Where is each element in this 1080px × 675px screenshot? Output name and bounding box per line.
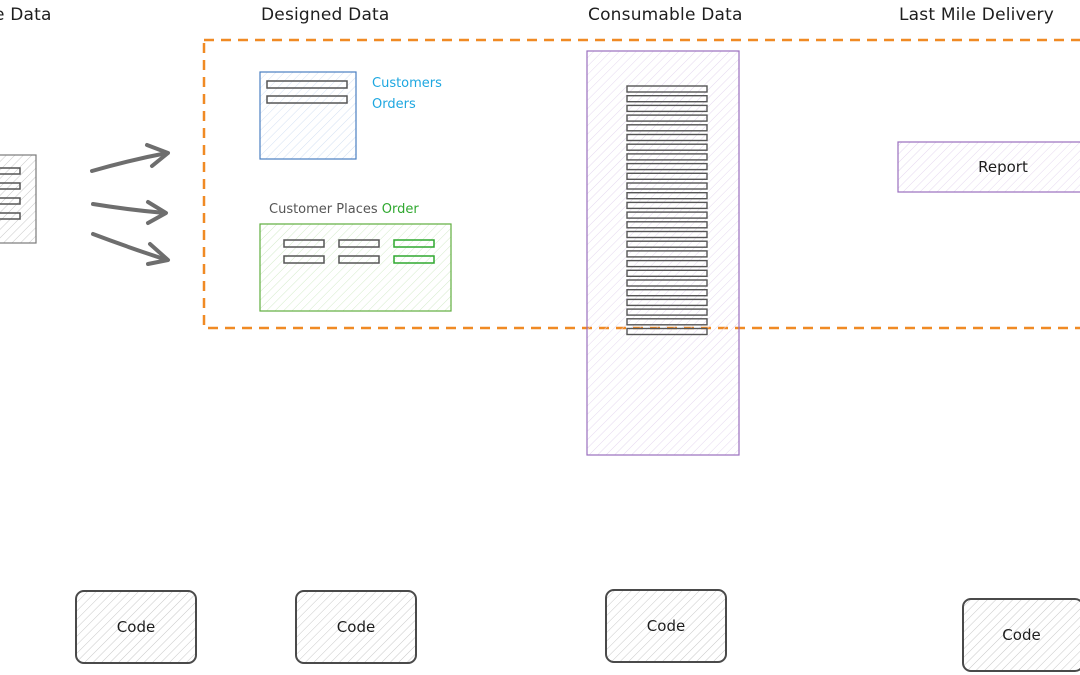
- entity-table: [259, 71, 357, 160]
- consumable-table-rows: [626, 85, 708, 336]
- consumable-column-row: [626, 298, 708, 307]
- source-table: [0, 154, 37, 244]
- consumable-column-row: [626, 327, 708, 336]
- consumable-column-row: [626, 289, 708, 297]
- consumable-column-row: [626, 221, 708, 229]
- header-consumable-data: Consumable Data: [588, 5, 743, 25]
- relation-highlight: Order: [381, 202, 419, 217]
- report-box: [897, 141, 1080, 193]
- arrow-top: [90, 143, 170, 173]
- consumable-column-row: [626, 94, 708, 103]
- consumable-table: [586, 50, 740, 456]
- consumable-column-row: [626, 259, 708, 268]
- code-button-designed[interactable]: Code: [336, 618, 376, 636]
- consumable-column-row: [626, 104, 708, 113]
- entity-label-customers: Customers: [372, 76, 442, 91]
- consumable-column-row: [626, 201, 708, 210]
- consumable-column-row: [626, 230, 708, 239]
- consumable-column-row: [626, 143, 708, 151]
- relation-table: [259, 223, 452, 312]
- consumable-column-row: [626, 85, 708, 93]
- consumable-column-row: [626, 162, 708, 171]
- header-designed-data: Designed Data: [261, 5, 390, 25]
- arrow-bottom: [91, 232, 170, 266]
- consumable-column-row: [626, 279, 708, 287]
- consumable-column-row: [626, 308, 708, 316]
- consumable-column-row: [626, 318, 708, 326]
- header-source-data: e Data: [0, 5, 52, 25]
- header-last-mile-delivery: Last Mile Delivery: [899, 5, 1054, 25]
- relation-caption: Customer Places Order: [269, 202, 419, 217]
- consumable-column-row: [626, 153, 708, 161]
- consumable-column-row: [626, 182, 708, 190]
- code-button-source[interactable]: Code: [116, 618, 156, 636]
- consumable-column-row: [626, 172, 708, 181]
- consumable-column-row: [626, 114, 708, 122]
- code-button-shapes: [75, 589, 1080, 672]
- code-button-consumable[interactable]: Code: [646, 617, 686, 635]
- report-label: Report: [978, 158, 1028, 176]
- consumable-column-row: [626, 269, 708, 277]
- consumable-column-row: [626, 191, 708, 200]
- relation-prefix: Customer Places: [269, 202, 378, 217]
- consumable-column-row: [626, 240, 708, 248]
- entity-label-orders: Orders: [372, 97, 416, 112]
- arrow-middle: [91, 200, 168, 225]
- consumable-column-row: [626, 124, 708, 132]
- consumable-column-row: [626, 211, 708, 219]
- code-button-delivery[interactable]: Code: [1002, 626, 1041, 644]
- consumable-column-row: [626, 133, 708, 142]
- consumable-column-row: [626, 250, 708, 258]
